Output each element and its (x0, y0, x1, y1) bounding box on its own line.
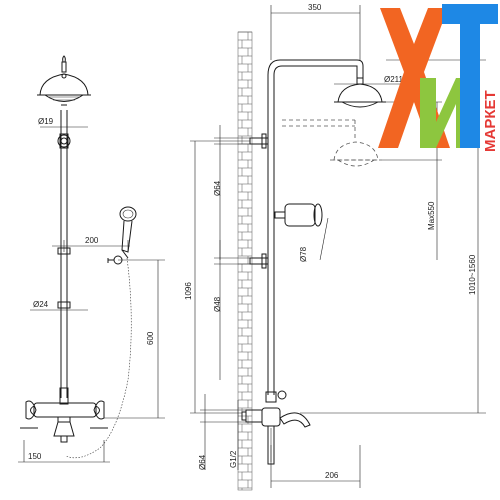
side-hand-shower (274, 203, 323, 227)
dim-h1096: 1096 (184, 282, 193, 300)
side-view (241, 59, 386, 465)
dim-h600: 600 (146, 331, 155, 345)
side-mixer (241, 390, 311, 465)
dim-g12: G1/2 (229, 450, 238, 468)
dim-d19: Ø19 (38, 117, 54, 126)
dim-d211: Ø211 (384, 75, 404, 84)
hand-shower (119, 206, 137, 259)
dim-w206: 206 (325, 471, 339, 480)
dim-d64-bottom: Ø64 (198, 454, 207, 470)
dim-w200: 200 (85, 236, 99, 245)
side-shower-head-upper (334, 77, 386, 108)
dim-w150: 150 (28, 452, 42, 461)
dim-range1010: 1010~1560 (468, 254, 477, 295)
logo-letter-t (442, 4, 498, 148)
dim-d24: Ø24 (33, 300, 49, 309)
front-mixer (25, 387, 105, 443)
front-shower-head (37, 55, 91, 102)
dim-d78: Ø78 (299, 246, 308, 262)
side-shower-head-lower-dashed (282, 119, 382, 167)
dim-d48: Ø48 (213, 296, 222, 312)
dim-max550: Max550 (427, 201, 436, 230)
dim-w350: 350 (308, 3, 322, 12)
front-dimensions: Ø19 Ø24 200 600 150 (18, 117, 165, 463)
dim-d64-top: Ø64 (213, 180, 222, 196)
brand-logo: МАРКЕТ (378, 4, 499, 152)
brick-wall (237, 31, 253, 491)
logo-subtitle: МАРКЕТ (482, 90, 499, 152)
side-dimensions: 350 Ø211 Max550 Ø78 1010~1560 1096 Ø64 Ø… (184, 3, 486, 488)
front-view (20, 55, 137, 459)
logo-letter-i (420, 78, 472, 148)
